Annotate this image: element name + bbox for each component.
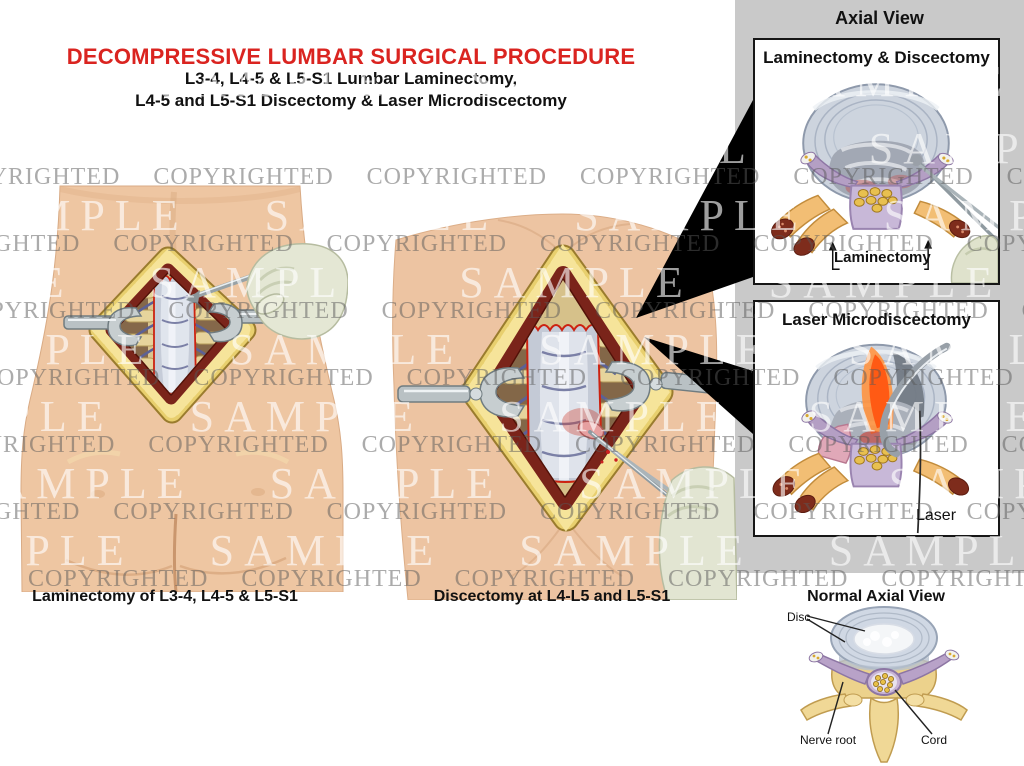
laser-microdiscectomy-box [753,300,1000,537]
gloved-hand [950,235,998,283]
torso-laminectomy-illustration [20,185,348,592]
spinal-canal-cord [866,668,902,696]
blood-specks [600,450,618,464]
laminectomy-discectomy-box [753,38,1000,285]
nerve-roots [808,649,960,685]
laser-axial-illustration [772,342,970,534]
retractor-left [397,367,526,418]
gloved-hand [658,466,737,600]
nerve-root-label: Nerve root [800,733,857,747]
box2-title: Laser Microdiscectomy [782,310,971,329]
caption-laminectomy: Laminectomy of L3-4, L4-5 & L5-S1 [32,588,298,605]
gluteal-crease [173,513,178,592]
forceps [910,154,998,244]
subtitle-line2: L4-5 and L5-S1 Discectomy & Laser Microd… [135,91,567,110]
axial-view-heading: Axial View [835,8,924,28]
box1-title: Laminectomy & Discectomy [763,48,990,67]
cauda-equina [854,445,898,471]
spinous-process [868,696,900,763]
normal-axial-illustration [800,606,968,763]
gloved-hand [246,243,348,340]
disc-fragment [577,420,605,440]
torso-discectomy-illustration [392,213,737,600]
leader-lines [806,615,933,735]
laminectomy-bracket [828,239,933,270]
cut-nerve-roots [772,452,970,514]
cauda-equina [853,187,898,213]
laminectomy-axial-illustration [771,83,998,283]
cord-label: Cord [921,733,948,747]
laminectomy-label: Laminectomy [834,249,931,266]
laser-label: Laser [916,507,957,524]
laser-fiber [916,410,922,534]
dura-and-roots [801,410,953,488]
subtitle-line1: L3-4, L4-5 & L5-S1 Lumbar Laminectomy, [184,69,518,88]
laser-probe [879,342,951,534]
disc-axial [830,606,938,671]
caption-discectomy: Discectomy at L4-L5 and L5-S1 [433,588,671,605]
cut-nerve-roots [771,194,971,256]
normal-axial-heading: Normal Axial View [807,588,945,605]
disc-label: Disc [787,610,811,624]
fat-layer [464,243,670,532]
page-title: DECOMPRESSIVE LUMBAR SURGICAL PROCEDURE [66,44,636,69]
retractor-left [63,306,143,347]
grasped-fragment [910,154,923,166]
dura-and-roots [800,151,954,230]
